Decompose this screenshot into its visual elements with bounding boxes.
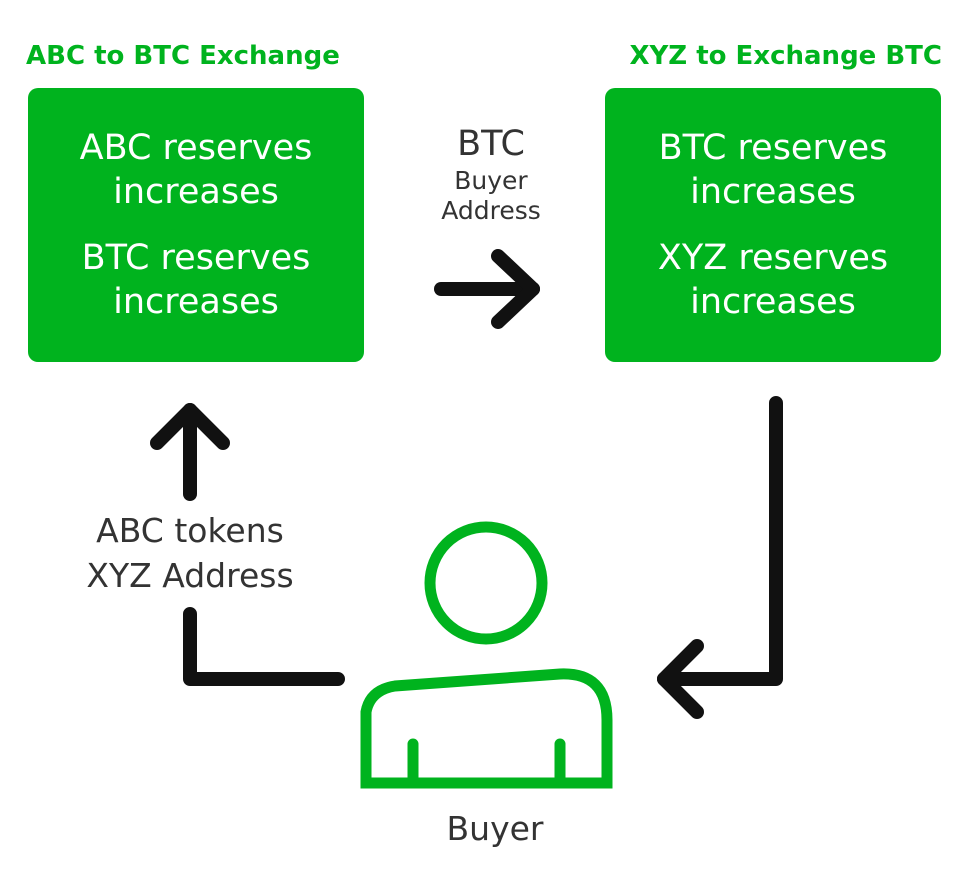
left-exchange-box: ABC reserves increases BTC reserves incr… <box>28 88 364 362</box>
right-exchange-heading: XYZ to Exchange BTC <box>629 41 942 71</box>
user-icon <box>360 521 613 789</box>
top-flow-sub: Address <box>441 196 541 225</box>
right-exchange-box: BTC reserves increases XYZ reserves incr… <box>605 88 941 362</box>
right-box-line: increases <box>690 172 856 212</box>
left-exchange-heading: ABC to BTC Exchange <box>26 41 340 71</box>
left-flow-line: ABC tokens <box>96 511 284 550</box>
left-flow-label: ABC tokens XYZ Address <box>40 508 340 598</box>
arrow-up-left <box>150 403 345 686</box>
arrow-down-to-buyer <box>657 396 783 719</box>
buyer-label: Buyer <box>446 809 544 848</box>
left-box-line: increases <box>113 282 279 322</box>
right-box-line: increases <box>690 282 856 322</box>
left-flow-line: XYZ Address <box>86 556 294 595</box>
left-box-line: BTC reserves <box>81 238 311 278</box>
top-flow-sub: Buyer <box>454 166 528 195</box>
top-flow-main: BTC <box>457 124 525 164</box>
top-flow-label: BTC Buyer Address <box>420 122 562 226</box>
arrow-right-top <box>434 249 540 329</box>
left-box-line: ABC reserves <box>79 128 313 168</box>
left-box-line: increases <box>113 172 279 212</box>
right-box-line: XYZ reserves <box>657 238 889 278</box>
right-box-line: BTC reserves <box>658 128 888 168</box>
